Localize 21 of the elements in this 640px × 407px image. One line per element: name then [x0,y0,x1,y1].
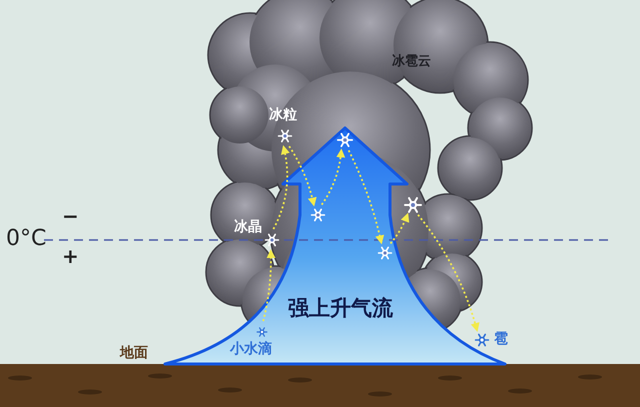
dotted-arrow [417,214,480,332]
cloud-label: 冰雹云 [392,55,431,68]
dotted-arrow [348,150,384,244]
snowflake-icon [377,245,393,261]
particle-label: 冰粒 [269,108,297,122]
particle-label: 小水滴 [230,342,272,356]
snowflake-icon [403,195,423,215]
ground-label: 地面 [120,346,148,360]
dotted-arrow [272,145,290,230]
snowflake-icon [310,207,326,223]
snowflake-icon [336,131,354,149]
particle-label: 雹 [494,332,508,346]
dotted-arrow [390,212,410,244]
updraft-label: 强上升气流 [288,298,393,319]
dotted-arrow [262,249,276,322]
dotted-arrow [320,148,346,206]
plus-sign: + [62,246,79,266]
particle-label: 冰晶 [234,220,262,234]
minus-sign: − [62,206,79,226]
dotted-arrow [288,146,317,207]
temperature-label: 0°C [6,228,46,250]
